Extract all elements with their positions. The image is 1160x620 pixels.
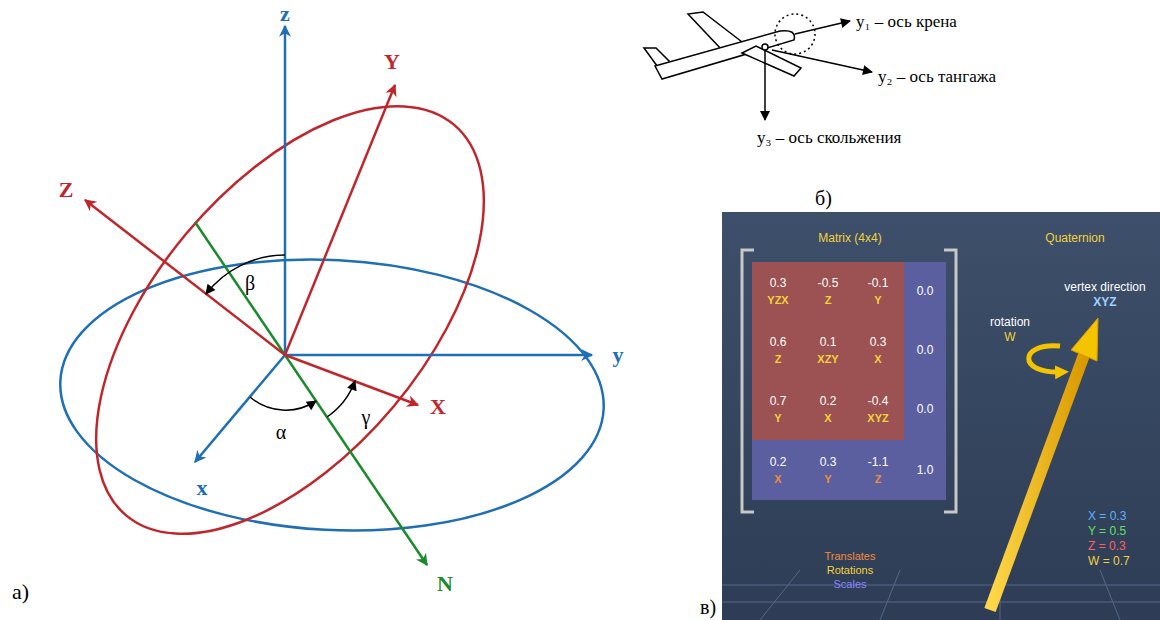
matrix-component: Z — [825, 295, 832, 306]
rotation-label: rotation — [990, 316, 1030, 328]
z-axis — [284, 26, 287, 355]
rotated-plane-ellipse — [23, 38, 558, 602]
vector-head — [1071, 318, 1098, 361]
axis-label: X — [430, 396, 446, 418]
panel-heading: Matrix (4x4) — [818, 232, 881, 244]
matrix-value: 0.0 — [917, 344, 934, 356]
gamma-arc — [327, 381, 355, 417]
angle-label: β — [245, 273, 255, 293]
axis-label: N — [437, 573, 453, 595]
euler-figure — [23, 26, 611, 602]
wing — [742, 46, 801, 76]
axis-label: Y — [384, 51, 400, 73]
alpha-arc — [250, 397, 316, 410]
Y-axis — [285, 85, 395, 355]
screenshot-ground — [722, 212, 1160, 620]
floor-grid — [722, 570, 1160, 620]
rotation-arrow — [1029, 346, 1062, 372]
matrix-component: XYZ — [867, 413, 888, 424]
matrix-component: Z — [875, 474, 882, 485]
legend-text: Scales — [833, 579, 866, 590]
matrix-value: 0.0 — [917, 285, 934, 297]
matrix-component: X — [824, 413, 831, 424]
matrix-value: -0.1 — [868, 277, 889, 289]
rotation-label: W — [1004, 331, 1015, 343]
axis-label: y — [613, 344, 624, 366]
matrix-value: 0.3 — [770, 277, 787, 289]
panel-letter: в) — [700, 597, 716, 617]
pitch-axis — [772, 50, 872, 72]
base-plane-ellipse — [53, 246, 610, 544]
axis-caption: y₂ – ось тангажа — [878, 68, 996, 85]
legend-text: Translates — [825, 551, 876, 562]
roll-axis — [795, 21, 850, 34]
matrix-component: Y — [774, 413, 781, 424]
matrix-value: 0.7 — [770, 395, 787, 407]
matrix-component: Z — [775, 354, 782, 365]
axis-caption: y₁ – ось крена — [856, 13, 957, 30]
matrix-component: X — [774, 474, 781, 485]
node-line — [195, 222, 427, 565]
matrix-value: 0.2 — [820, 395, 837, 407]
panel-letter: б) — [815, 188, 832, 208]
matrix-component: YZX — [767, 295, 788, 306]
y-axis — [285, 354, 592, 357]
matrix-component: Y — [874, 295, 881, 306]
vector-label: XYZ — [1093, 296, 1116, 308]
pivot — [762, 44, 768, 50]
matrix-value: 0.6 — [770, 336, 787, 348]
translation-row — [752, 440, 904, 500]
matrix-component: Y — [824, 474, 831, 485]
matrix-component: X — [874, 354, 881, 365]
matrix-value: 0.0 — [917, 403, 934, 415]
matrix-value: -1.1 — [868, 456, 889, 468]
matrix-value: -0.4 — [868, 395, 889, 407]
matrix-bracket — [944, 250, 956, 512]
panel-letter: а) — [12, 581, 29, 603]
rotation-block — [752, 262, 904, 440]
legend-text: Rotations — [827, 565, 873, 576]
quaternion-value: X = 0.3 — [1088, 510, 1126, 522]
matrix-component: XZY — [817, 354, 838, 365]
matrix-value: 0.3 — [870, 336, 887, 348]
airplane-figure — [644, 12, 872, 120]
quaternion-value: Z = 0.3 — [1088, 540, 1126, 552]
vector-label: vertex direction — [1064, 281, 1145, 293]
quaternion-value: W = 0.7 — [1088, 555, 1130, 567]
matrix-value: 1.0 — [917, 464, 934, 476]
beta-arc — [206, 255, 285, 294]
matrix-value: -0.5 — [818, 277, 839, 289]
matrix-value: 0.2 — [770, 456, 787, 468]
angle-label: α — [276, 422, 286, 442]
matrix-bracket — [742, 250, 754, 512]
vector-shaft — [990, 355, 1084, 610]
axis-label: Z — [59, 179, 74, 201]
X-axis — [285, 355, 418, 405]
quaternion-value: Y = 0.5 — [1088, 525, 1126, 537]
angle-label: γ — [362, 407, 371, 427]
panel-heading: Quaternion — [1045, 232, 1104, 244]
matrix-value: 0.3 — [820, 456, 837, 468]
axis-caption: y₃ – ось скольжения — [757, 129, 901, 146]
yaw-axis — [764, 47, 766, 120]
axis-label: z — [280, 3, 290, 25]
matrix-value: 0.1 — [820, 336, 837, 348]
Z-axis — [85, 200, 285, 355]
matrix-column — [904, 262, 946, 500]
screenshot-figure — [722, 212, 1160, 620]
axis-label: x — [197, 477, 208, 499]
